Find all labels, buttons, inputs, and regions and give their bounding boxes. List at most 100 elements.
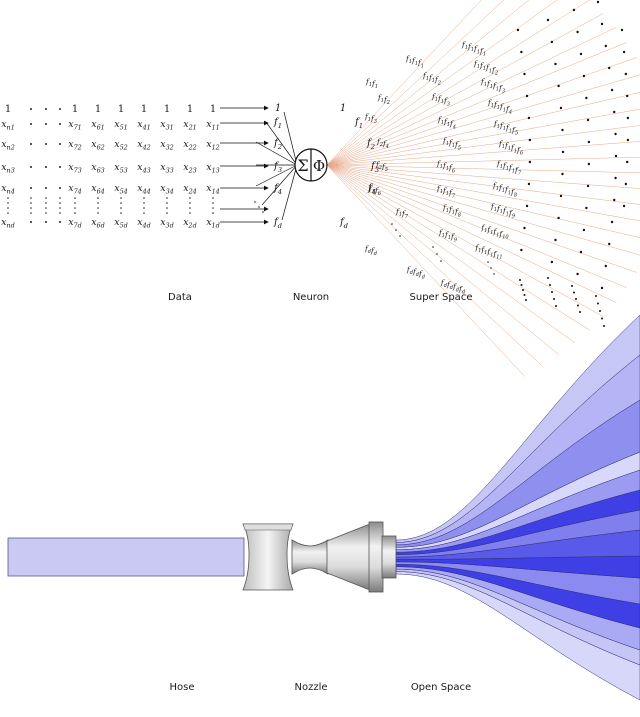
table-dot	[59, 166, 61, 168]
super-space-dot	[527, 182, 531, 186]
table-dot	[45, 187, 47, 189]
super-space-ray	[326, 164, 640, 238]
table-cell: x33	[160, 162, 174, 175]
neuron-input-line	[281, 164, 298, 221]
super-space-dot	[522, 289, 524, 291]
super-space-dot	[546, 18, 550, 22]
table-vdots	[59, 207, 61, 209]
table-vdots	[74, 197, 76, 199]
super-space-dot	[554, 238, 557, 242]
super-space-dot	[622, 50, 626, 54]
data-caption: Data	[168, 292, 192, 303]
input-arrows	[220, 105, 269, 225]
super-space-dot	[550, 40, 554, 44]
super-space-dot	[557, 216, 560, 220]
table-cell: x74	[68, 183, 82, 196]
neuron-caption: Neuron	[293, 292, 329, 303]
product-label: f2f5	[375, 160, 388, 173]
hose	[7, 537, 245, 577]
super-space-dot	[525, 94, 529, 98]
first-order-label: 1	[340, 103, 346, 114]
product-label: fdfdfdfd	[440, 278, 466, 295]
nozzle-ring	[368, 521, 384, 593]
table-vdots	[74, 202, 76, 204]
table-cell: x71	[68, 119, 82, 132]
super-space-dot	[625, 94, 629, 98]
table-dot	[59, 187, 61, 189]
super-space-dot	[551, 291, 553, 293]
table-vdots	[189, 197, 191, 199]
input-vdots	[262, 211, 264, 213]
table-vdots	[45, 212, 47, 214]
super-space-ray	[326, 27, 616, 166]
super-space-dot	[610, 88, 614, 92]
super-space-dot	[600, 22, 604, 26]
table-vdots	[212, 202, 214, 204]
first-order-label: f1	[354, 117, 363, 130]
super-space-dot	[620, 28, 624, 32]
table-cell: x12	[206, 139, 220, 152]
super-space-dot	[604, 264, 608, 268]
table-dot	[59, 123, 61, 125]
super-space-dot	[624, 182, 628, 186]
table-vdots	[7, 197, 9, 199]
product-vdots	[399, 235, 401, 237]
super-space-dot	[572, 8, 576, 12]
super-space-dot	[614, 132, 617, 136]
super-space-dot	[528, 138, 532, 142]
super-space-dot	[561, 150, 565, 154]
table-cell: 1	[141, 104, 147, 115]
super-space-dot	[559, 194, 563, 198]
super-space-dot	[599, 310, 601, 312]
super-space-dot	[554, 62, 557, 66]
spray-band	[395, 314, 640, 543]
table-vdots	[45, 207, 47, 209]
open-space-caption: Open Space	[411, 682, 471, 693]
super-space-dot	[614, 176, 617, 180]
super-space-dot	[575, 298, 577, 300]
table-cell: x54	[114, 183, 128, 196]
table-vdots	[7, 207, 9, 209]
super-space-dot	[595, 295, 597, 297]
table-vdots	[166, 197, 168, 199]
nozzle-cone	[326, 523, 371, 591]
table-dot	[59, 221, 61, 223]
table-vdots	[212, 207, 214, 209]
nozzle-collar	[242, 523, 294, 591]
table-vdots	[74, 212, 76, 214]
super-space-dots	[516, 0, 630, 327]
first-order-label: f3	[370, 161, 379, 174]
product-vdots	[436, 253, 438, 255]
super-space-dot	[585, 96, 588, 100]
super-space-ray	[326, 164, 640, 174]
table-vdots	[120, 202, 122, 204]
super-space-dot	[550, 260, 554, 264]
super-space-ray	[326, 156, 640, 166]
nozzle-collar-rim	[242, 523, 294, 531]
product-label: f1f1f1f6	[498, 139, 524, 156]
table-vdots	[97, 207, 99, 209]
table-vdots	[189, 207, 191, 209]
table-cell: x63	[91, 162, 105, 175]
super-space-ray	[326, 164, 543, 367]
table-cell: 1	[210, 104, 216, 115]
table-vdots	[120, 207, 122, 209]
super-space-dot	[610, 220, 614, 224]
super-space-ray	[326, 164, 627, 288]
super-space-caption: Super Space	[410, 292, 473, 303]
product-vdots	[440, 260, 442, 262]
super-space-dot	[553, 298, 555, 300]
table-dot	[59, 108, 61, 110]
product-label: f1f7	[395, 207, 409, 220]
table-vdots	[45, 202, 47, 204]
super-space-ray	[326, 164, 525, 377]
table-dot	[45, 143, 47, 145]
product-vdots	[432, 246, 434, 248]
table-cell: x41	[137, 119, 151, 132]
table-vdots	[143, 202, 145, 204]
super-space-dot	[582, 228, 586, 232]
product-vdots	[490, 267, 492, 269]
super-space-dot	[624, 72, 628, 76]
super-space-ray	[326, 13, 604, 166]
